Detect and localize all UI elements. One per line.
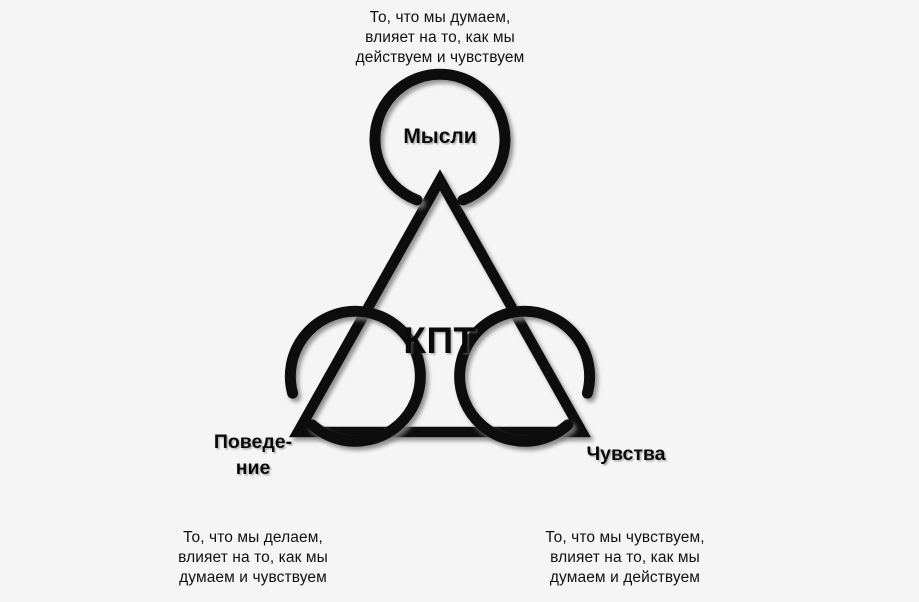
diagram-center-label: КПТ <box>403 320 477 361</box>
caption-thoughts: То, что мы думаем, влияет на то, как мы … <box>355 9 525 66</box>
caption-feelings: То, что мы чувствуем, влияет на то, как … <box>545 529 705 586</box>
node-label-behavior: Поведе- ние <box>213 431 293 479</box>
caption-behavior: То, что мы делаем, влияет на то, как мы … <box>178 529 328 586</box>
cbt-triangle-shape <box>289 169 591 438</box>
node-ring-behavior <box>284 305 426 447</box>
node-label-thoughts: Мысли <box>403 125 477 148</box>
node-ring-feelings <box>454 305 596 447</box>
node-label-feelings: Чувства <box>586 443 666 465</box>
node-ring-thoughts <box>369 68 511 206</box>
